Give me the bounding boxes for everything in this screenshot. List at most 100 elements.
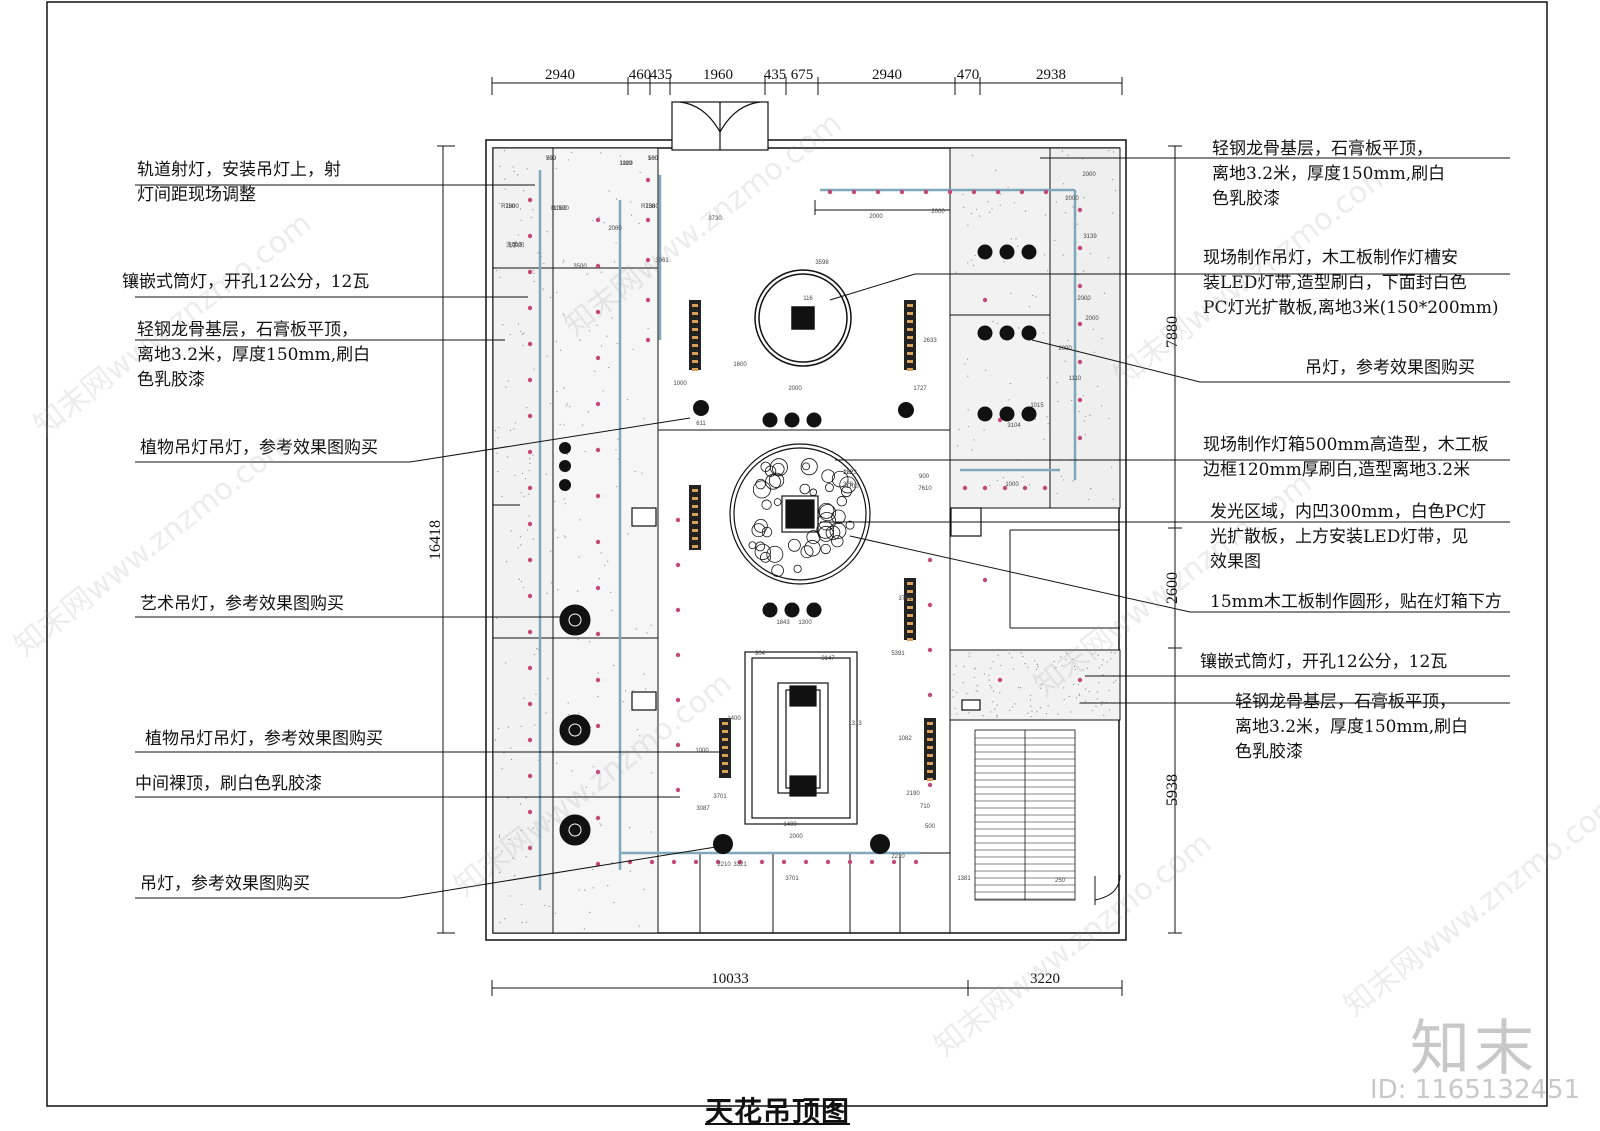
plan-dim-label: 1313 — [848, 721, 862, 727]
top-dim-8: 470 — [957, 67, 980, 83]
plan-dim-label: 2823 — [843, 470, 857, 476]
plan-dim-label: 560 — [648, 156, 659, 162]
plan-dim-label: 250 — [1055, 878, 1066, 884]
cluster-pendant-dot — [977, 325, 993, 341]
left-label-pendant: 吊灯，参考效果图购买 — [140, 872, 310, 897]
left-label-track-spotlight: 轨道射灯，安装吊灯上，射 灯间距现场调整 — [137, 158, 341, 208]
downlight-dot — [1077, 435, 1083, 441]
downlight-dot — [899, 189, 905, 195]
downlight-dot — [982, 297, 988, 303]
label-line: 色乳胶漆 — [137, 370, 205, 390]
downlight-dot — [527, 305, 533, 311]
downlight-dot — [645, 337, 651, 343]
cluster-pendants — [762, 244, 1037, 618]
right-label-wood-circle: 15mm木工板制作圆形，贴在灯箱下方 — [1210, 590, 1502, 615]
downlight-dot — [645, 177, 651, 183]
plan-dim-label: 1000 — [1005, 482, 1019, 488]
downlight-dot — [847, 859, 853, 865]
plan-dim-label: 799 — [546, 156, 557, 162]
downlight-dot — [595, 677, 601, 683]
plan-dim-label: 710 — [920, 804, 931, 810]
plan-dim-label: 2000 — [789, 834, 803, 840]
downlight-dot — [997, 677, 1003, 683]
plan-dim-label: 3139 — [1083, 234, 1097, 240]
plan-dim-label: 1700 — [845, 484, 859, 490]
downlight-dot — [891, 859, 897, 865]
cluster-pendant-dot — [977, 244, 993, 260]
downlight-dot — [675, 697, 681, 703]
downlight-dot — [527, 665, 533, 671]
left-label-gypsum: 轻钢龙骨基层，石膏板平顶， 离地3.2米，厚度150mm,刷白 色乳胶漆 — [137, 318, 370, 393]
top-dim-3: 435 — [650, 67, 673, 83]
left-dot-pendants — [559, 442, 571, 491]
label-line: 艺术吊灯，参考效果图购买 — [140, 594, 344, 614]
plan-dim-label: 3701 — [898, 596, 912, 602]
plan-dim-label: 3147 — [821, 656, 835, 662]
downlight-dot — [675, 562, 681, 568]
downlight-dot — [595, 309, 601, 315]
top-dim-5: 435 — [764, 67, 787, 83]
plan-dim-label: 2210 — [891, 854, 905, 860]
round-pendant-fixture — [754, 269, 852, 367]
label-line: 色乳胶漆 — [1235, 742, 1303, 762]
downlight-dot — [595, 217, 601, 223]
plan-dim-label: 2000 — [1058, 346, 1072, 352]
plan-dim-label: 3321 — [733, 862, 747, 868]
plan-dim-label: 2210 — [717, 862, 731, 868]
label-line: 边框120mm厚刷白,造型离地3.2米 — [1203, 460, 1471, 480]
downlight-dot — [715, 859, 721, 865]
downlight-dot — [1042, 485, 1048, 491]
right-dim-3: 5938 — [1164, 774, 1181, 806]
label-line: 现场制作吊灯，木工板制作灯槽安 — [1203, 248, 1458, 268]
downlight-dot — [1019, 189, 1025, 195]
bottom-dimension-line — [491, 980, 1123, 996]
cluster-pendant-dot — [762, 602, 778, 618]
plan-dim-label: 611 — [696, 421, 706, 427]
downlight-dot — [675, 787, 681, 793]
right-label-glow-area: 发光区域，内凹300mm，白色PC灯 光扩散板，上方安装LED灯带，见 效果图 — [1210, 500, 1486, 575]
downlight-dot — [1022, 485, 1028, 491]
label-line: 装LED灯带,造型刷白，下面封白色 — [1203, 273, 1467, 293]
plan-dim-label: 378 — [843, 482, 854, 488]
plan-dim-label: R1500 — [551, 206, 569, 212]
entrance-door — [671, 101, 769, 151]
plan-dim-label: 500 — [925, 824, 936, 830]
plan-dim-label: 1381 — [957, 876, 971, 882]
downlight-dot — [913, 859, 919, 865]
label-line: PC灯光扩散板,离地3米(150*200mm) — [1203, 298, 1499, 318]
downlight-dot — [927, 602, 933, 608]
downlight-dot — [527, 593, 533, 599]
downlight-dot — [595, 493, 601, 499]
downlight-dot — [927, 782, 933, 788]
gypsum-ceiling-zones — [492, 147, 1121, 934]
right-dim-2: 2600 — [1164, 572, 1181, 604]
label-line: 轻钢龙骨基层，石膏板平顶， — [1212, 139, 1433, 159]
label-line: 离地3.2米，厚度150mm,刷白 — [1235, 717, 1469, 737]
label-line: 镶嵌式筒灯，开孔12公分，12瓦 — [122, 272, 370, 292]
left-label-downlight: 镶嵌式筒灯，开孔12公分，12瓦 — [122, 270, 369, 295]
downlight-dot — [947, 189, 953, 195]
plan-dim-label: 3598 — [815, 260, 829, 266]
plan-dim-label: 3701 — [713, 794, 727, 800]
downlight-dot — [645, 257, 651, 263]
downlight-dot — [527, 629, 533, 635]
downlight-dot — [995, 189, 1001, 195]
plan-dim-label: 3087 — [696, 806, 710, 812]
downlight-dot — [1077, 283, 1083, 289]
label-line: 离地3.2米，厚度150mm,刷白 — [137, 345, 371, 365]
plan-dim-label: 7610 — [918, 486, 932, 492]
left-label-art-pendant: 艺术吊灯，参考效果图购买 — [140, 592, 344, 617]
downlight-dot — [675, 607, 681, 613]
plan-dim-label: 2000 — [869, 214, 883, 220]
label-line: 植物吊灯吊灯，参考效果图购买 — [140, 438, 378, 458]
downlight-dot — [527, 233, 533, 239]
label-line: 色乳胶漆 — [1212, 189, 1280, 209]
left-dim-1: 16418 — [427, 520, 444, 560]
plan-dim-label: 1110 — [1069, 376, 1082, 382]
right-dim-1: 7880 — [1164, 316, 1181, 348]
downlight-dot — [875, 189, 881, 195]
top-dim-1: 2940 — [545, 67, 575, 83]
left-label-plant-pendant-1: 植物吊灯吊灯，参考效果图购买 — [140, 436, 378, 461]
